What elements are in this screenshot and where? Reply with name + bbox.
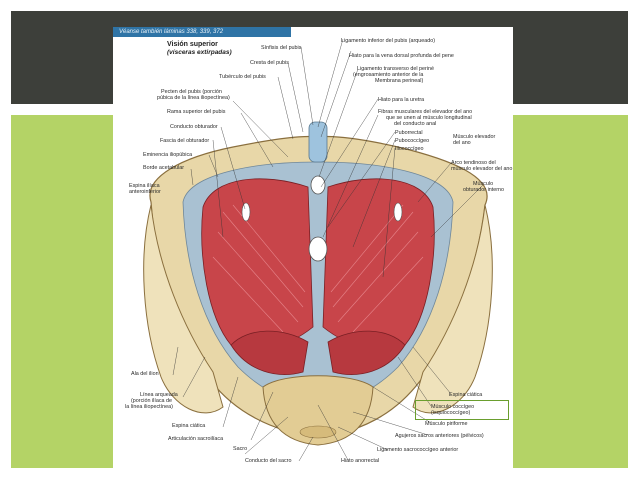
- label-ligamento-transverso-2: (engrosamiento anterior de la: [353, 72, 424, 78]
- label-hiato-uretra: Hiato para la uretra: [378, 97, 425, 103]
- plate-reference-strip: Véanse también láminas 338, 339, 372: [113, 27, 291, 37]
- label-cresta-pubis: Cresta del pubis: [250, 60, 289, 66]
- plate-subtitle: (vísceras extirpadas): [167, 49, 232, 56]
- sacral-canal: [299, 425, 337, 439]
- label-espina-iliaca-1: Espina ilíaca: [129, 183, 160, 189]
- label-borde-acetabular: Borde acetabular: [143, 165, 185, 171]
- label-conducto-obturador: Conducto obturador: [170, 124, 218, 130]
- leader-lines: [172, 38, 484, 462]
- label-iliococcigeo: Iliococcígeo: [395, 146, 424, 152]
- label-pecten-pubis-1: Pecten del pubis (porción: [161, 89, 222, 95]
- anatomy-plate: Véanse también láminas 338, 339, 372 Vis…: [113, 27, 513, 468]
- label-musculo-coccigeo-2: (isquiococcígeo): [431, 410, 471, 416]
- label-ala-ilion: Ala del ilion: [131, 371, 159, 377]
- label-arco-tendinoso-2: músculo elevador del ano: [451, 166, 513, 172]
- label-eminencia: Eminencia iliopúbica: [143, 152, 193, 158]
- label-musculo-coccigeo-1: Músculo coccígeo: [431, 404, 475, 410]
- label-fascia-obturador: Fascia del obturador: [160, 138, 210, 144]
- plate-title: Visión superior: [167, 41, 218, 48]
- label-musculo-elevador-1: Músculo elevador: [453, 134, 496, 140]
- label-agujeros-sacros: Agujeros sacros anteriores (pélvicos): [395, 433, 484, 439]
- muscle-fibers: [212, 204, 424, 333]
- label-articulacion-sacroiliaca: Articulación sacroilíaca: [168, 436, 224, 442]
- label-linea-arqueada-2: (porción ilíaca de: [131, 398, 173, 404]
- label-hiato-anorrectal: Hiato anorrectal: [341, 458, 380, 464]
- pelvic-floor-illustration: [143, 38, 493, 462]
- pubic-symphysis: [308, 121, 328, 163]
- label-linea-arqueada-1: Línea arqueada: [140, 392, 178, 398]
- label-musculo-elevador-2: del ano: [453, 140, 471, 146]
- label-sinfisis-pubis: Sínfisis del pubis: [261, 45, 302, 51]
- label-hiato-vena-dorsal: Hiato para la vena dorsal profunda del p…: [349, 53, 454, 59]
- label-musculo-piriforme: Músculo piriforme: [425, 421, 468, 427]
- label-pubococcigeo: Pubococcígeo: [395, 138, 430, 144]
- urethral-hiatus: [310, 175, 326, 195]
- left-iliac-wing: [143, 204, 224, 414]
- label-ligamento-inferior-pubis: Ligamento inferior del pubis (arqueado): [341, 38, 436, 44]
- label-fibras-3: del conducto anal: [394, 121, 437, 127]
- label-arco-tendinoso-1: Arco tendinoso del: [451, 160, 496, 166]
- label-pecten-pubis-2: púbica de la línea iliopectínea): [157, 95, 230, 101]
- label-espina-ciatica-left: Espina ciática: [172, 423, 206, 429]
- right-coccygeus: [327, 330, 406, 375]
- label-tuberculo-pubis: Tubérculo del pubis: [219, 74, 266, 80]
- label-puborrectal: Puborrectal: [395, 130, 423, 136]
- label-sacro: Sacro: [233, 446, 248, 452]
- label-fibras-1: Fibras musculares del elevador del ano: [378, 109, 473, 115]
- label-ligamento-transverso-1: Ligamento transverso del periné: [357, 66, 435, 72]
- highlight-box-coccygeus: [415, 400, 509, 420]
- label-conducto-sacro: Conducto del sacro: [245, 458, 292, 464]
- right-obturator-canal: [393, 202, 403, 222]
- label-fibras-2: que se unen al músculo longitudinal: [386, 115, 472, 121]
- anorectal-hiatus: [308, 236, 328, 262]
- label-rama-superior: Rama superior del pubis: [167, 109, 226, 115]
- label-ligamento-transverso-3: Membrana perineal): [375, 78, 424, 84]
- right-levator-ani: [322, 178, 435, 351]
- label-espina-ciatica-right: Espina ciática: [449, 392, 483, 398]
- sacrum: [262, 375, 374, 446]
- label-ligamento-sacrococcigeo: Ligamento sacrococcígeo anterior: [377, 447, 459, 453]
- label-espina-iliaca-2: anteroinferior: [129, 189, 161, 195]
- label-obturador-interno-2: obturador interno: [463, 187, 505, 193]
- label-linea-arqueada-3: la línea iliopectínea): [125, 404, 173, 410]
- left-obturator-canal: [241, 202, 251, 222]
- right-iliac-wing: [412, 204, 493, 414]
- left-levator-ani: [201, 178, 314, 351]
- label-obturador-interno-1: Músculo: [473, 181, 494, 187]
- left-coccygeus: [230, 330, 309, 375]
